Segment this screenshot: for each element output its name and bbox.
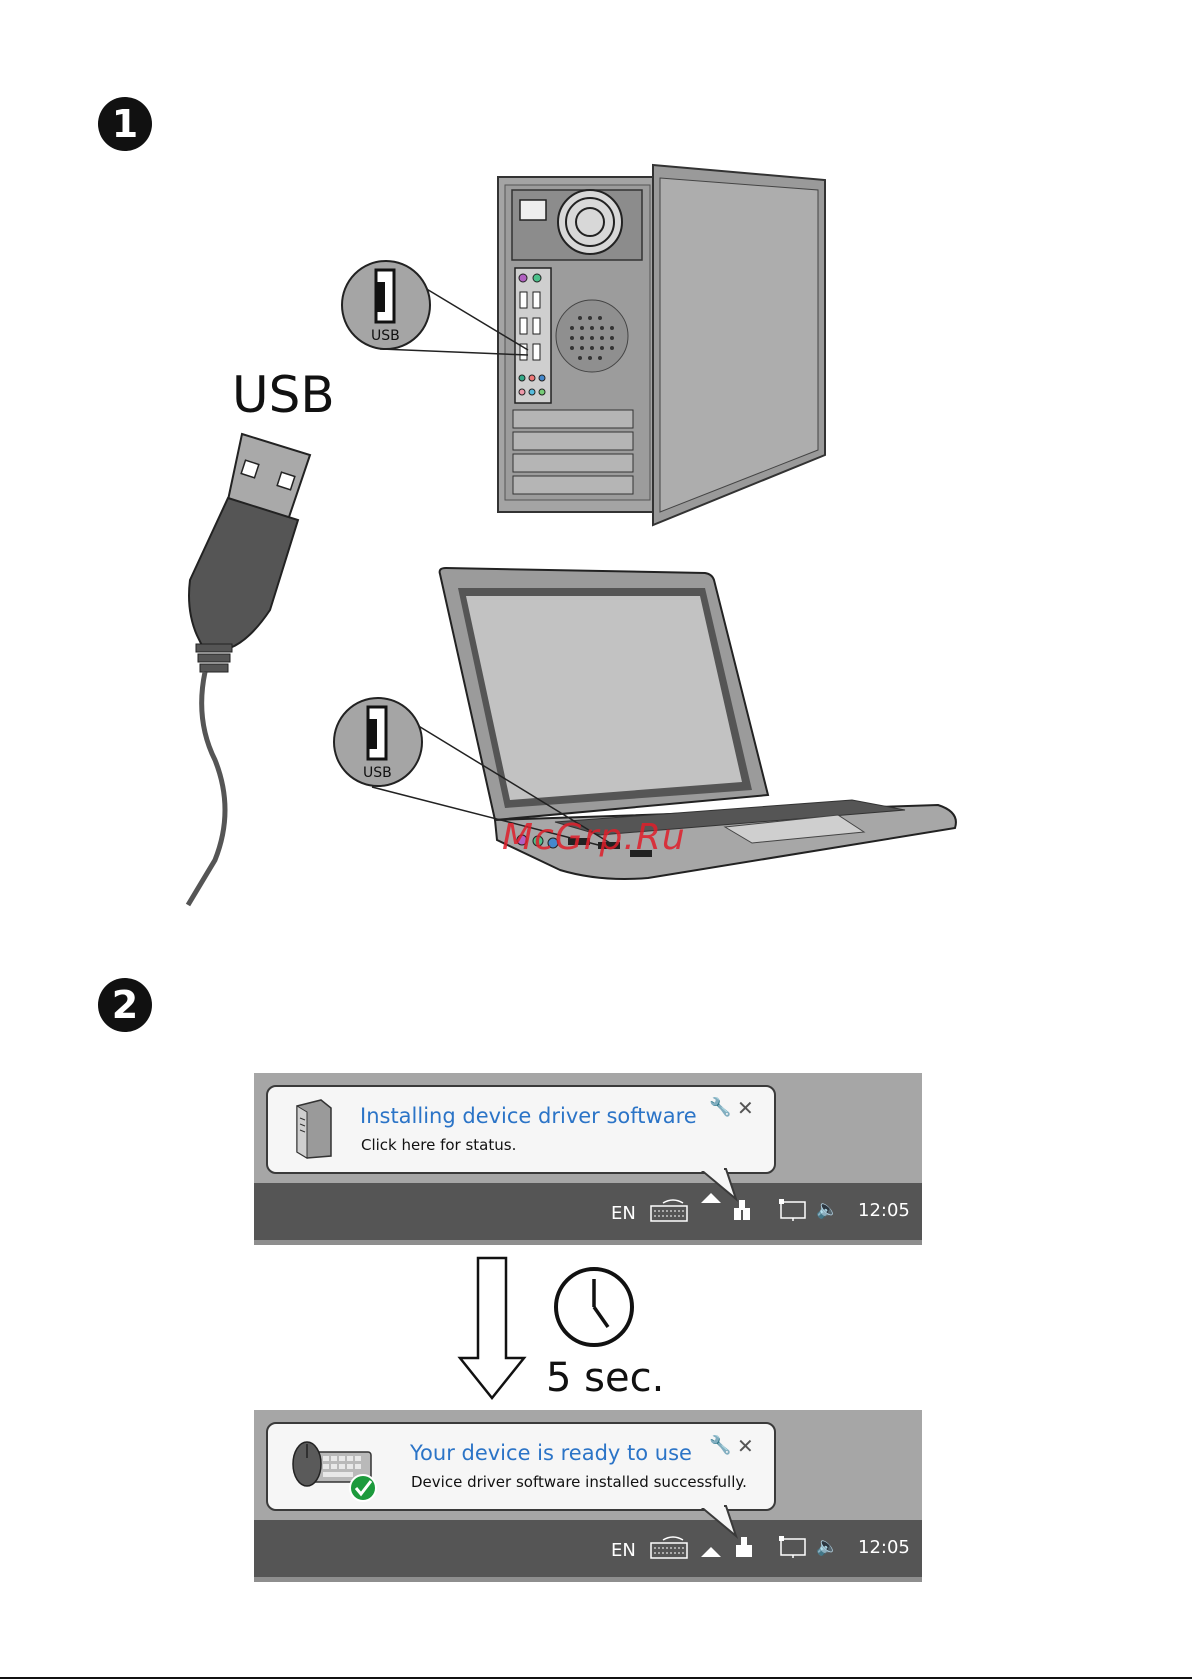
close-icon[interactable]: ✕ [737,1434,754,1458]
usb-plug [188,434,310,905]
close-icon[interactable]: ✕ [737,1096,754,1120]
watermark: McGrp.Ru [502,817,686,858]
balloon-subtitle-installing[interactable]: Click here for status. [361,1136,516,1154]
speaker-icon[interactable]: 🔈 [816,1199,838,1220]
usb-icon[interactable] [732,1535,756,1559]
laptop-usb-callout-label: USB [363,765,392,781]
wrench-icon[interactable]: 🔧 [709,1435,731,1456]
mouse-keyboard-success-icon [287,1434,383,1504]
arrow-down-icon [456,1256,528,1402]
balloon-title-installing: Installing device driver software [360,1104,697,1128]
desktop-tower [498,165,825,525]
desktop-usb-callout-label: USB [371,328,400,344]
language-indicator[interactable]: EN [611,1203,636,1224]
show-hidden-icons-arrow[interactable] [701,1547,721,1557]
tray-clock[interactable]: 12:05 [858,1537,910,1558]
notification-balloon-installing[interactable] [266,1085,776,1174]
wrench-icon[interactable]: 🔧 [709,1097,731,1118]
keyboard-icon[interactable] [649,1197,689,1223]
clock-icon [552,1265,636,1349]
show-hidden-icons-arrow[interactable] [701,1193,721,1203]
keyboard-icon[interactable] [649,1534,689,1560]
wait-duration-label: 5 sec. [546,1355,664,1401]
language-indicator[interactable]: EN [611,1540,636,1561]
balloon-title-ready: Your device is ready to use [410,1441,692,1465]
step-2-badge: 2 [98,978,152,1032]
computer-tower-icon [293,1098,335,1160]
balloon-subtitle-ready: Device driver software installed success… [411,1473,747,1491]
usb-icon[interactable] [730,1198,752,1222]
usb-label: USB [232,366,335,424]
network-icon[interactable] [778,1198,808,1222]
connection-illustration [0,0,1192,920]
network-icon[interactable] [778,1535,808,1559]
speaker-icon[interactable]: 🔈 [816,1536,838,1557]
tray-clock[interactable]: 12:05 [858,1200,910,1221]
